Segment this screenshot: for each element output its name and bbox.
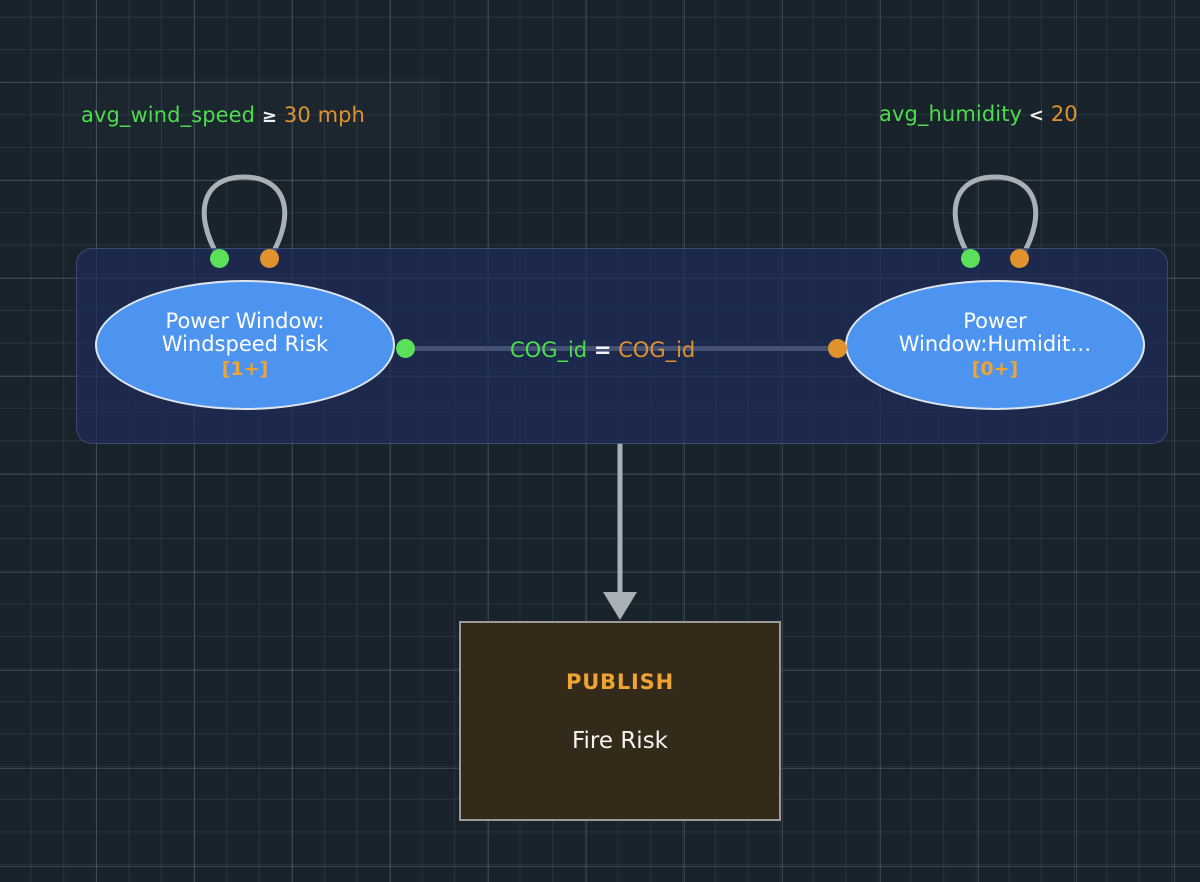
condition-field: avg_humidity [879,102,1023,126]
publish-edge-arrowhead [603,592,637,620]
condition-value: 20 [1050,102,1078,126]
condition-label-humidity: avg_humidity < 20 [879,102,1078,126]
self-loop-edge-humidity[interactable] [952,174,1039,261]
sink-kind-label: PUBLISH [566,670,674,694]
node-count-badge: [0+] [971,357,1019,380]
join-condition-label: COG_id = COG_id [510,338,695,362]
node-title: Power Window:Humidit… [898,308,1092,357]
condition-operator: ≥ [261,106,278,127]
condition-operator: < [1028,105,1045,126]
processor-node-windspeed-risk[interactable]: Power Window: Windspeed Risk [1+] [95,280,395,410]
port-dot-output-join-right[interactable] [828,339,847,358]
processor-node-humidity-risk[interactable]: Power Window:Humidit… [0+] [845,280,1145,410]
sink-topic-label: Fire Risk [571,728,669,754]
port-dot-output-humidity-loop[interactable] [1010,249,1029,268]
node-count-badge: [1+] [221,357,269,380]
join-operator: = [593,338,612,362]
self-loop-edge-windspeed[interactable] [201,174,288,261]
port-dot-input-humidity-loop[interactable] [961,249,980,268]
sink-node-publish[interactable]: PUBLISH Fire Risk [459,621,781,821]
condition-value: 30 mph [283,103,365,127]
port-dot-output-windspeed-loop[interactable] [260,249,279,268]
condition-field: avg_wind_speed [81,103,256,127]
condition-label-wind-speed: avg_wind_speed ≥ 30 mph [81,103,365,127]
port-dot-input-join-left[interactable] [396,339,415,358]
join-right-key: COG_id [618,338,696,362]
port-dot-input-windspeed-loop[interactable] [210,249,229,268]
node-title: Power Window: Windspeed Risk [161,308,329,357]
join-left-key: COG_id [510,338,588,362]
